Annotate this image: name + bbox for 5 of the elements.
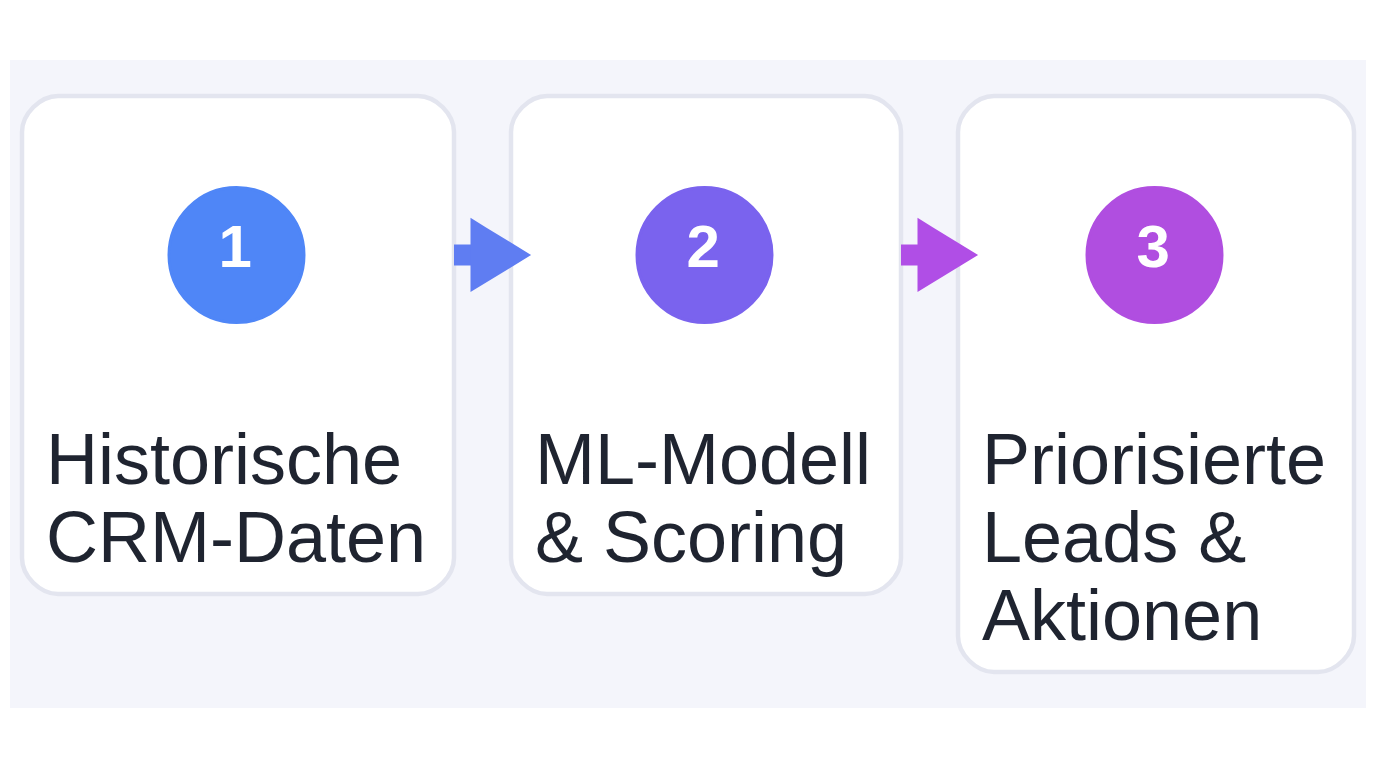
arrow [454,217,532,293]
arrow [901,217,979,293]
node-circle: 2 [635,186,774,324]
node-circle: 3 [1085,186,1224,324]
node-circle: 1 [167,186,306,324]
